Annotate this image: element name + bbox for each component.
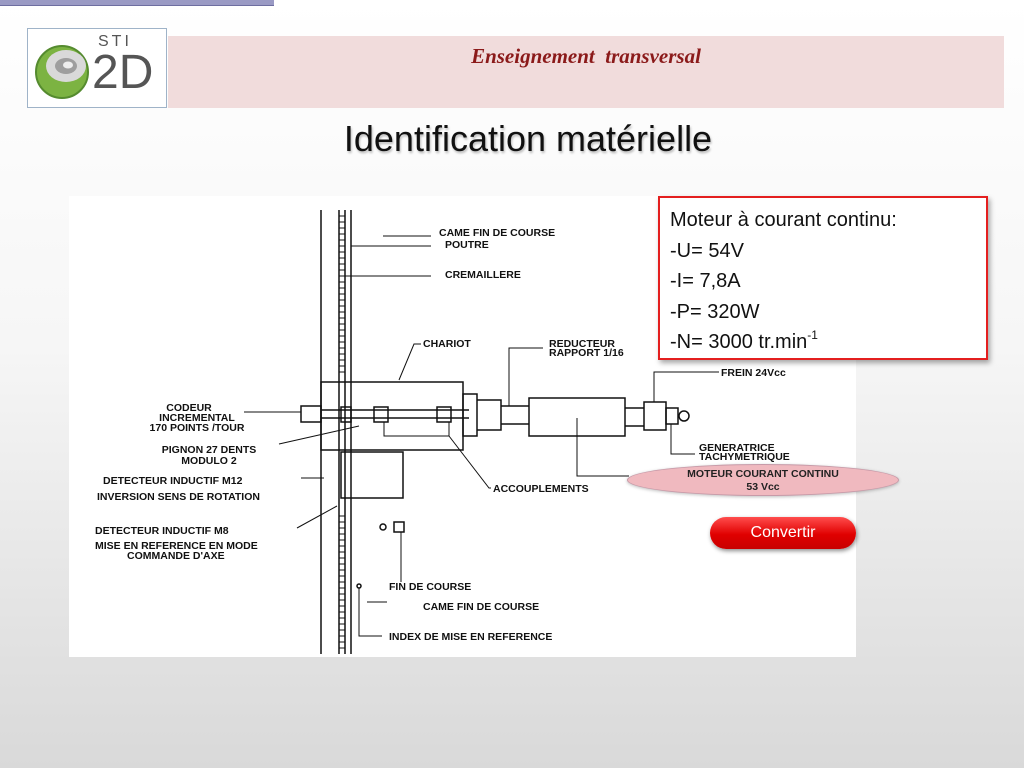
label-came-fin-course-bottom: CAME FIN DE COURSE: [423, 601, 539, 613]
label-generatrice-2: TACHYMETRIQUE: [699, 451, 790, 463]
leader-lines: [244, 235, 719, 637]
label-chariot: CHARIOT: [423, 338, 471, 350]
label-detecteur-m8: DETECTEUR INDUCTIF M8: [95, 525, 229, 537]
label-pignon-2: MODULO 2: [181, 455, 237, 467]
logo-sti-text: STI: [98, 33, 132, 50]
spec-voltage: -U= 54V: [670, 239, 744, 262]
label-cremaillere: CREMAILLERE: [445, 269, 521, 281]
label-accouplements: ACCOUPLEMENTS: [493, 483, 589, 495]
diagram-drawing: CAME FIN DE COURSE POUTRE CREMAILLERE CH…: [95, 210, 790, 654]
motor-label-line2: 53 Vcc: [746, 481, 780, 493]
label-index-ref: INDEX DE MISE EN REFERENCE: [389, 631, 552, 643]
top-accent-bar: [0, 0, 274, 6]
label-pignon-1: PIGNON 27 DENTS: [162, 444, 257, 456]
spec-speed-exponent: -1: [807, 328, 818, 342]
motor-label-ellipse: MOTEUR COURANT CONTINU 53 Vcc: [627, 464, 899, 496]
page-title: Identification matérielle: [343, 118, 713, 159]
label-mise-ref-2: COMMANDE D'AXE: [127, 550, 225, 562]
label-poutre: POUTRE: [445, 239, 489, 251]
label-detecteur-m12: DETECTEUR INDUCTIF M12: [103, 475, 243, 487]
label-fin-de-course: FIN DE COURSE: [389, 581, 471, 593]
header-band: Enseignement transversal: [168, 36, 1004, 108]
label-codeur-3: 170 POINTS /TOUR: [150, 422, 245, 434]
spec-speed: -N= 3000 tr.min-1: [670, 327, 976, 358]
sti2d-logo: STI 2D: [27, 28, 167, 108]
label-mise-ref-1: MISE EN REFERENCE EN MODE: [95, 540, 258, 552]
label-codeur-2: INCREMENTAL: [159, 412, 235, 424]
label-reducteur-2: RAPPORT 1/16: [549, 347, 624, 359]
logo-swirl-icon: [35, 45, 89, 99]
label-reducteur-1: REDUCTEUR: [549, 338, 615, 350]
spec-power: -P= 320W: [670, 300, 760, 323]
label-came-fin-course-top: CAME FIN DE COURSE: [439, 227, 555, 239]
motor-spec-box: Moteur à courant continu: -U= 54V -I= 7,…: [658, 196, 988, 360]
spec-speed-value: -N= 3000 tr.min: [670, 331, 808, 353]
spec-heading: Moteur à courant continu:: [670, 209, 897, 231]
header-title: Enseignement transversal: [471, 44, 701, 68]
spec-current: -I= 7,8A: [670, 270, 741, 292]
convert-button[interactable]: Convertir: [710, 517, 856, 549]
rack-teeth: [339, 215, 345, 649]
label-frein: FREIN 24Vcc: [721, 367, 786, 379]
label-inversion: INVERSION SENS DE ROTATION: [97, 491, 260, 503]
label-codeur-1: CODEUR: [166, 402, 212, 414]
motor-label-line1: MOTEUR COURANT CONTINU: [687, 468, 839, 480]
label-generatrice-1: GENERATRICE: [699, 442, 775, 454]
logo-2d-text: 2D: [92, 46, 154, 99]
